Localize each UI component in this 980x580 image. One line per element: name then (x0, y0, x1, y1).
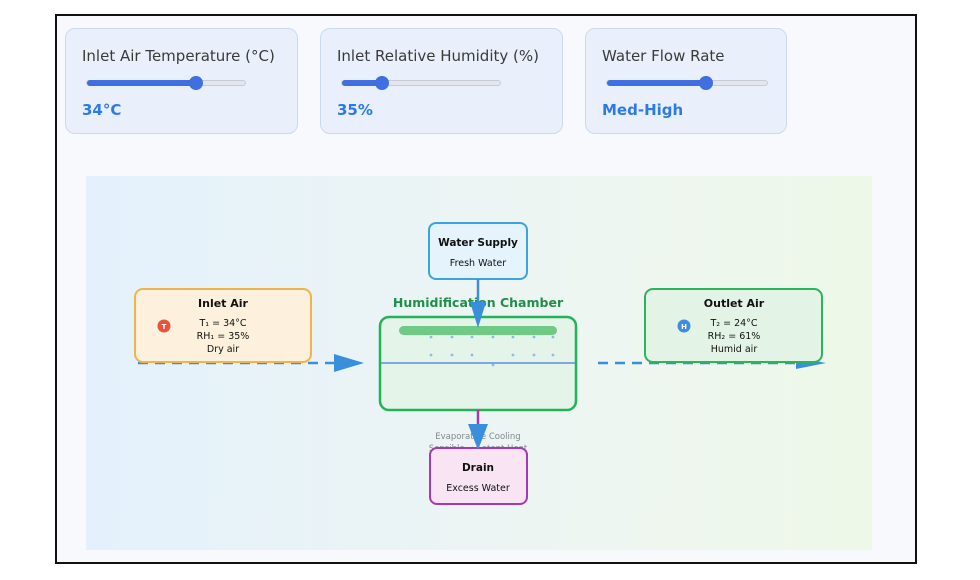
spray-bar (399, 326, 557, 335)
control-label: Inlet Air Temperature (°C) (82, 47, 275, 65)
temperature-badge-letter: T (162, 323, 167, 331)
inlet-airflow-arrowhead (334, 354, 364, 372)
water-droplets (429, 335, 555, 367)
inlet-air-title: Inlet Air (198, 297, 249, 310)
outlet-air-state: Humid air (711, 344, 758, 355)
control-label: Water Flow Rate (602, 47, 725, 65)
inlet-humidity-readout: RH₁ = 35% (197, 331, 250, 342)
inlet-temperature-control: Inlet Air Temperature (°C) 34°C (65, 28, 298, 134)
water-flow-slider[interactable] (606, 76, 768, 90)
slider-fill (607, 80, 707, 86)
inlet-humidity-control: Inlet Relative Humidity (%) 35% (320, 28, 563, 134)
slider-fill (342, 80, 382, 86)
inlet-temperature-readout: T₁ = 34°C (198, 318, 246, 329)
control-value: Med-High (602, 101, 684, 119)
humidity-icon (677, 319, 691, 333)
slider-thumb[interactable] (189, 76, 204, 90)
inlet-air-box: Inlet Air T T₁ = 34°C RH₁ = 35% Dry air (134, 288, 312, 363)
drain-box: Drain Excess Water (429, 447, 528, 505)
outlet-humidity-readout: RH₂ = 61% (708, 331, 761, 342)
water-supply-box: Water Supply Fresh Water (428, 222, 528, 280)
inlet-humidity-slider[interactable] (341, 76, 501, 90)
water-flow-control: Water Flow Rate Med-High (585, 28, 787, 134)
control-label: Inlet Relative Humidity (%) (337, 47, 539, 65)
water-supply-title: Water Supply (438, 237, 518, 249)
slider-thumb[interactable] (699, 76, 714, 90)
water-supply-subtitle: Fresh Water (450, 258, 506, 269)
outlet-air-title: Outlet Air (704, 297, 765, 310)
drain-title: Drain (462, 462, 494, 474)
temperature-icon (157, 319, 171, 333)
slider-thumb[interactable] (374, 76, 389, 90)
outlet-temperature-readout: T₂ = 24°C (709, 318, 757, 329)
inlet-temperature-slider[interactable] (86, 76, 246, 90)
water-supply-arrowhead (470, 302, 486, 328)
outlet-air-box: Outlet Air H T₂ = 24°C RH₂ = 61% Humid a… (644, 288, 823, 363)
drain-subtitle: Excess Water (446, 483, 510, 494)
drain-arrowhead (468, 424, 488, 450)
humidity-badge-letter: H (681, 323, 687, 331)
humidification-chamber (378, 315, 578, 412)
inlet-air-state: Dry air (207, 344, 239, 355)
control-value: 35% (337, 101, 373, 119)
slider-fill (87, 80, 197, 86)
control-value: 34°C (82, 101, 122, 119)
